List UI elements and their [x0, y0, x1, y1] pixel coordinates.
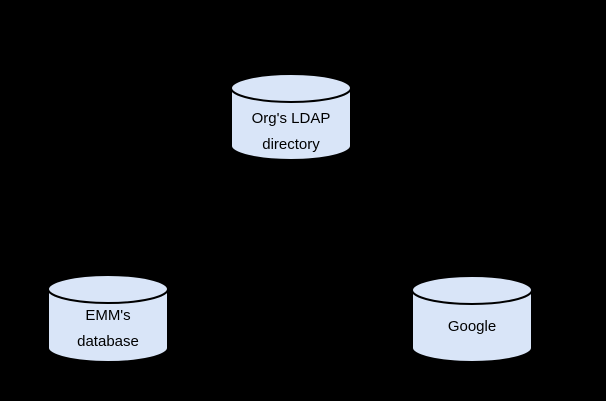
- node-label-line1: Org's LDAP: [252, 110, 331, 127]
- node-label-line1: Google: [448, 318, 496, 335]
- node-label-line1: EMM's: [85, 307, 130, 324]
- cylinder-top-ellipse: [230, 73, 352, 103]
- database-cylinder-google: Google: [411, 275, 533, 363]
- node-label-line2: database: [77, 333, 139, 350]
- database-cylinder-org-ldap: Org's LDAP directory: [230, 73, 352, 161]
- cylinder-top-ellipse: [47, 274, 169, 304]
- cylinder-top-ellipse: [411, 275, 533, 305]
- database-cylinder-emm: EMM's database: [47, 274, 169, 363]
- cylinder-body: [230, 87, 352, 161]
- cylinder-body: [411, 289, 533, 363]
- cylinder-body: [47, 288, 169, 363]
- node-label-line2: directory: [262, 136, 320, 153]
